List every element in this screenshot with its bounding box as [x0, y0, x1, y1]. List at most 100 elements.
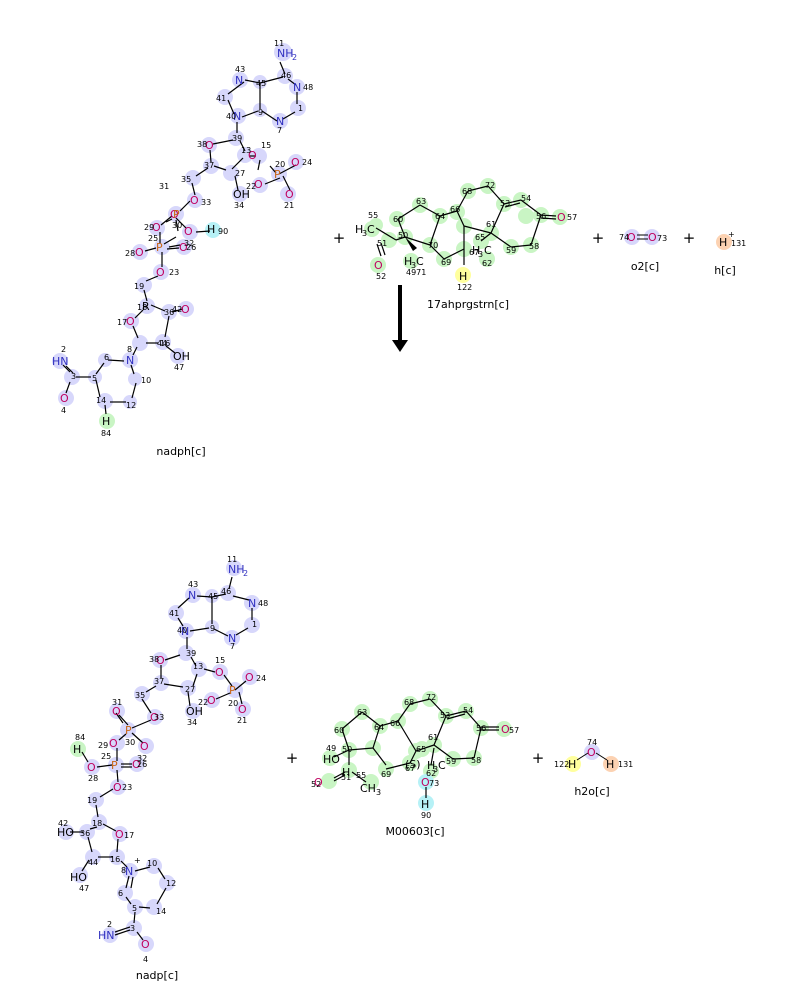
svg-text:33: 33 [154, 713, 164, 722]
svg-text:18: 18 [137, 303, 147, 312]
svg-text:2: 2 [243, 569, 248, 578]
svg-text:46: 46 [221, 587, 231, 596]
svg-text:31: 31 [112, 698, 122, 707]
svg-text:52: 52 [311, 780, 321, 789]
svg-text:54: 54 [521, 194, 531, 203]
svg-text:4: 4 [143, 955, 148, 964]
svg-text:46: 46 [281, 71, 291, 80]
o2-structure: O O 74 73 [619, 229, 667, 245]
svg-text:O: O [215, 666, 224, 679]
svg-text:30: 30 [125, 738, 135, 747]
svg-text:40: 40 [177, 626, 187, 635]
svg-text:O: O [132, 758, 141, 771]
svg-text:H: H [207, 223, 215, 236]
svg-text:5: 5 [92, 374, 97, 383]
svg-text:25: 25 [101, 752, 111, 761]
svg-text:37: 37 [154, 677, 164, 686]
svg-text:66: 66 [450, 205, 460, 214]
svg-text:36: 36 [164, 308, 174, 317]
svg-text:48: 48 [258, 599, 268, 608]
svg-text:22: 22 [198, 698, 208, 707]
svg-text:N: N [228, 632, 236, 645]
svg-text:N: N [293, 81, 301, 94]
svg-text:3: 3 [130, 924, 135, 933]
svg-text:CH: CH [360, 782, 376, 795]
svg-text:45: 45 [256, 79, 266, 88]
svg-text:8: 8 [121, 866, 126, 875]
svg-text:NH: NH [277, 47, 294, 60]
svg-text:51: 51 [377, 239, 387, 248]
svg-text:O: O [190, 194, 199, 207]
svg-text:O: O [126, 315, 135, 328]
svg-text:O: O [205, 139, 214, 152]
svg-text:O: O [113, 781, 122, 794]
svg-text:59: 59 [446, 757, 456, 766]
svg-text:P: P [156, 241, 163, 254]
svg-text:3: 3 [362, 229, 367, 238]
svg-text:O: O [238, 703, 247, 716]
svg-text:O: O [109, 737, 118, 750]
svg-text:84: 84 [101, 429, 111, 438]
svg-text:NH: NH [228, 563, 245, 576]
svg-text:36: 36 [80, 829, 90, 838]
svg-text:23: 23 [169, 268, 179, 277]
svg-text:39: 39 [186, 649, 196, 658]
nadp-label: nadp[c] [136, 969, 178, 982]
svg-text:H: H [427, 759, 435, 772]
svg-text:28: 28 [125, 249, 135, 258]
svg-text:10: 10 [141, 376, 151, 385]
svg-text:47: 47 [174, 363, 184, 372]
svg-text:60: 60 [393, 215, 403, 224]
svg-text:3: 3 [411, 261, 416, 270]
svg-text:N: N [233, 110, 241, 123]
svg-text:64: 64 [374, 723, 384, 732]
svg-text:62: 62 [482, 259, 492, 268]
svg-text:2: 2 [107, 920, 112, 929]
svg-text:42: 42 [172, 305, 182, 314]
plus-sign: + [333, 229, 346, 247]
svg-text:HO: HO [57, 826, 74, 839]
svg-text:13: 13 [193, 662, 203, 671]
svg-text:N: N [126, 354, 134, 367]
svg-text:5: 5 [132, 904, 137, 913]
svg-text:10: 10 [147, 859, 157, 868]
svg-text:131: 131 [618, 760, 633, 769]
svg-text:24: 24 [302, 158, 312, 167]
svg-text:16: 16 [160, 339, 170, 348]
svg-text:O: O [170, 208, 179, 221]
svg-text:2: 2 [292, 53, 297, 62]
svg-text:OH: OH [233, 188, 250, 201]
svg-text:12: 12 [166, 879, 176, 888]
svg-text:O: O [60, 392, 69, 405]
svg-text:H: H [606, 758, 614, 771]
svg-text:90: 90 [421, 811, 431, 820]
svg-text:27: 27 [185, 685, 195, 694]
svg-text:65: 65 [416, 745, 426, 754]
svg-text:H: H [355, 223, 363, 236]
svg-text:OH: OH [173, 350, 190, 363]
svg-text:53: 53 [500, 199, 510, 208]
svg-text:3: 3 [71, 372, 76, 381]
svg-text:19: 19 [87, 796, 97, 805]
svg-text:28: 28 [88, 774, 98, 783]
svg-text:O: O [152, 221, 161, 234]
svg-text:O: O [285, 188, 294, 201]
svg-text:H: H [73, 743, 81, 756]
svg-text:26: 26 [186, 243, 196, 252]
svg-text:40: 40 [226, 112, 236, 121]
svg-text:73: 73 [657, 234, 667, 243]
svg-text:84: 84 [75, 733, 85, 742]
svg-text:O: O [184, 225, 193, 238]
svg-text:61: 61 [428, 733, 438, 742]
svg-text:63: 63 [416, 197, 426, 206]
svg-text:21: 21 [284, 201, 294, 210]
svg-text:26: 26 [137, 760, 147, 769]
svg-text:O: O [141, 938, 150, 951]
h2o-structure: H O H 122 74 131 [554, 738, 633, 772]
svg-text:14: 14 [96, 396, 106, 405]
svg-text:68: 68 [462, 187, 472, 196]
svg-text:H: H [342, 766, 350, 779]
svg-text:38: 38 [197, 140, 207, 149]
